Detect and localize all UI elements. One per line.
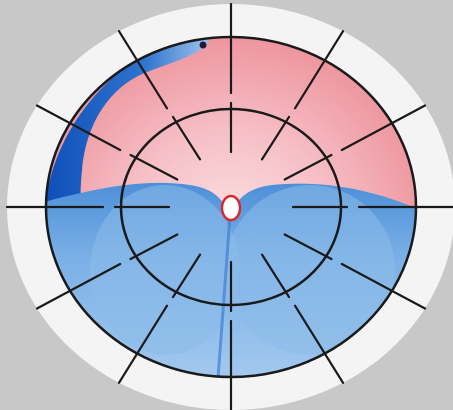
small-dark-dot [200, 42, 207, 49]
left-blue-lobe [90, 185, 240, 355]
central-white-oval [222, 196, 240, 220]
